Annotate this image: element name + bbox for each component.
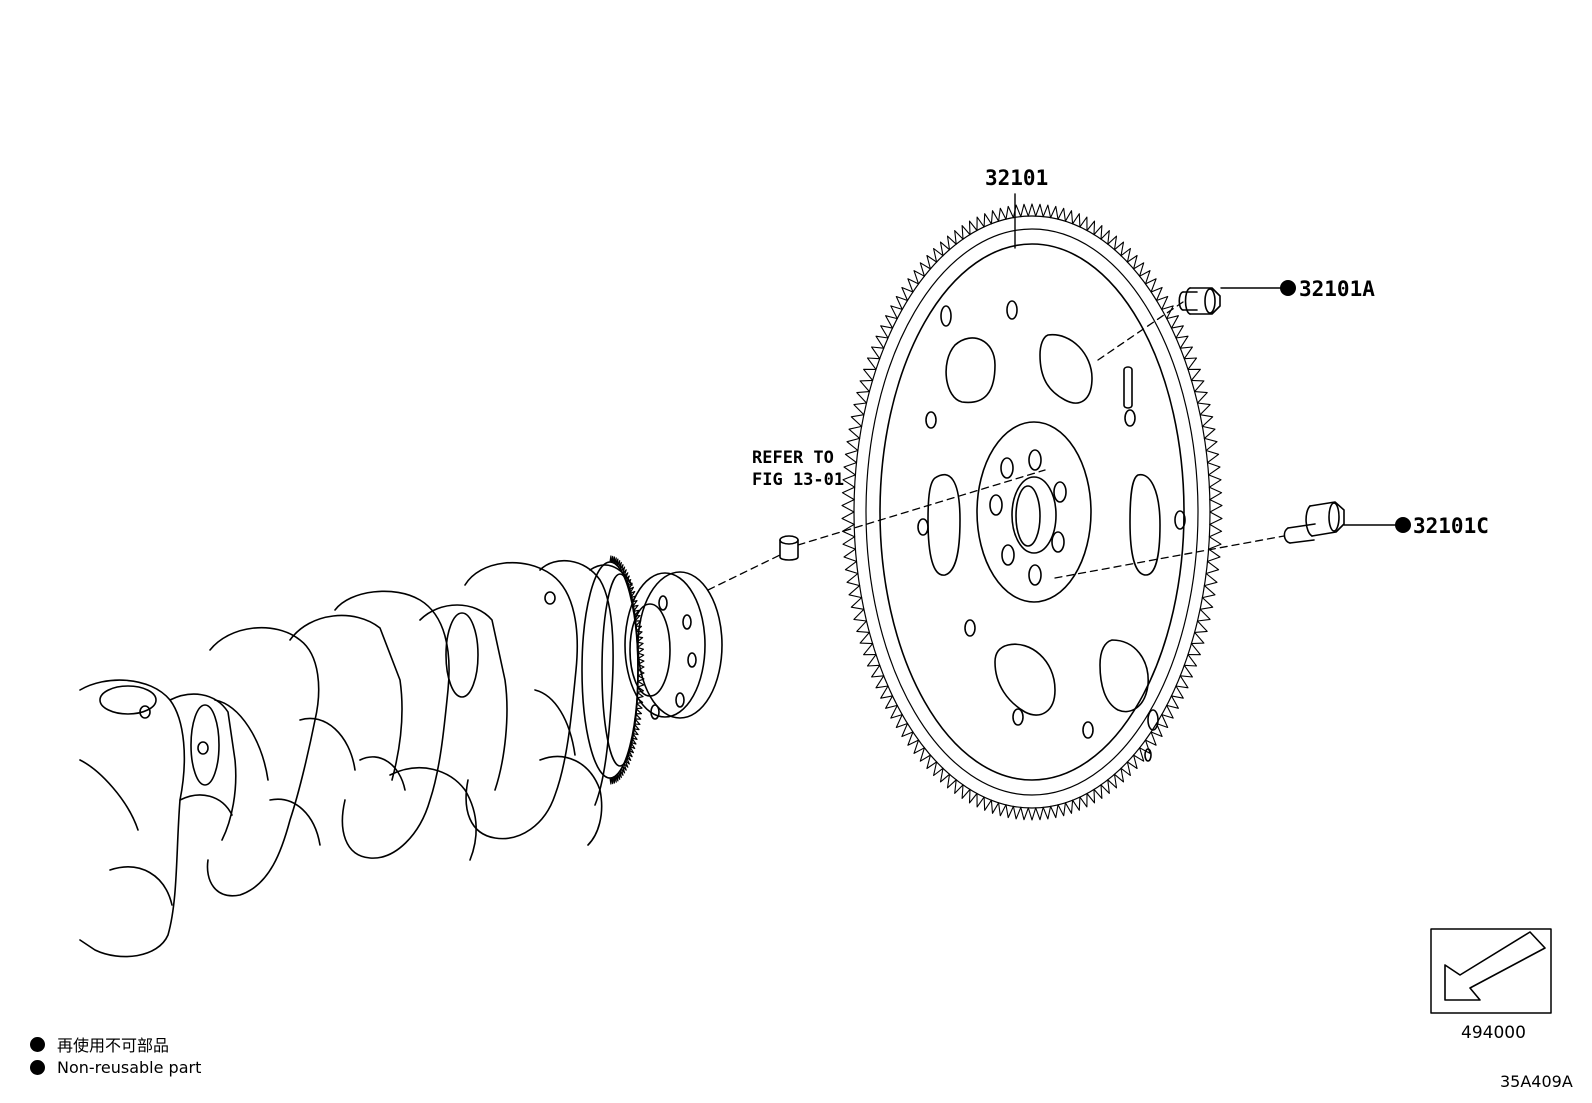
dowel-pin [779,535,799,561]
reference-box [1430,928,1552,1014]
crank-gear-teeth [609,555,645,785]
leader-lines [1014,193,1399,526]
non-reusable-marker [1280,280,1296,296]
bolt-32101a [1178,287,1221,315]
legend-english-text: Non-reusable part [57,1058,202,1077]
reference-box-code: 494000 [1461,1023,1526,1043]
refer-note-line1: REFER TO [752,448,834,468]
assembly-guide-lines [707,301,1285,591]
legend-japanese-text: 再使用不可部品 [57,1036,170,1055]
legend-japanese: 再使用不可部品 [30,1032,169,1056]
figure-code: 35A409A [1500,1072,1573,1091]
bolt-32101c [1283,501,1345,544]
non-reusable-marker [1395,517,1411,533]
part-label-32101c: 32101C [1413,514,1489,538]
bullet-icon [30,1036,45,1052]
ring-gear-teeth [841,203,1223,821]
bullet-icon [30,1060,45,1075]
crankshaft-illustration [79,559,723,958]
legend-english: Non-reusable part [30,1058,201,1077]
part-label-32101a: 32101A [1299,277,1375,301]
refer-note-line2: FIG 13-01 [752,470,845,490]
part-label-32101: 32101 [985,166,1049,190]
